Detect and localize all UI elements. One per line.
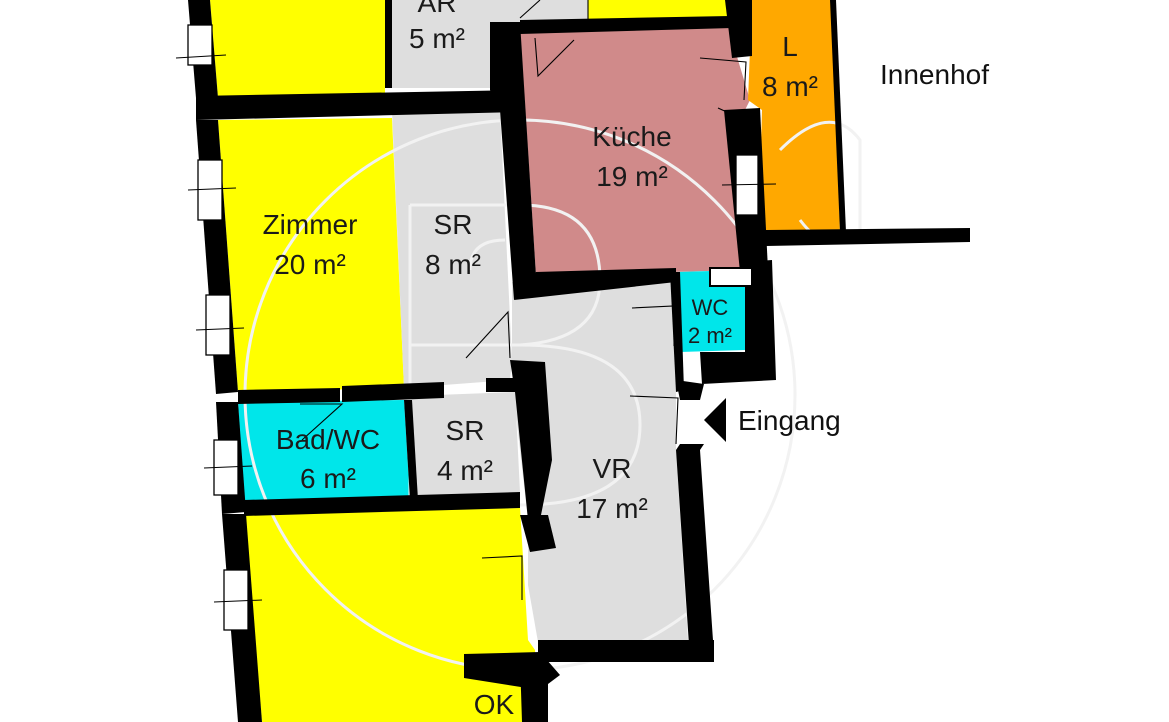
room-sr-small-name: SR xyxy=(446,415,485,446)
door-swings xyxy=(300,0,747,600)
wall-wc-right xyxy=(700,260,776,384)
room-wc-name: WC xyxy=(692,295,729,320)
room-top-left-fill xyxy=(210,0,385,98)
door-wc xyxy=(631,305,675,346)
wall-h-sr-small-top xyxy=(486,378,515,392)
room-fills xyxy=(210,0,840,722)
room-wc-area: 2 m² xyxy=(688,323,732,348)
wall-vr-left xyxy=(510,360,552,520)
room-ar-area: 5 m² xyxy=(409,23,465,54)
room-vr-fill xyxy=(512,276,688,642)
room-sr-small-area: 4 m² xyxy=(437,455,493,486)
room-wc-fill xyxy=(676,270,745,352)
room-kueche-name: Küche xyxy=(592,121,671,152)
wall-bottom-right xyxy=(538,640,714,662)
room-sr-top-area: 8 m² xyxy=(425,249,481,280)
door-sr-top xyxy=(465,310,511,359)
wall-ok-right xyxy=(548,642,564,660)
wall-v-bad-sr xyxy=(404,400,418,500)
door-kueche-top xyxy=(534,37,575,78)
wall-h-zimmer-sr xyxy=(342,382,444,402)
wall-h-top-left xyxy=(196,90,520,120)
window-ticks xyxy=(175,54,777,603)
wall-h-bad-bottom xyxy=(244,492,520,516)
windows xyxy=(187,24,759,631)
wall-l-right xyxy=(830,0,846,232)
wall-v-zimmer-sr xyxy=(385,0,392,88)
room-zimmer-area: 20 m² xyxy=(274,249,346,280)
wall-ar-right xyxy=(490,22,536,300)
wall-courtyard xyxy=(766,228,970,246)
room-l-area: 8 m² xyxy=(762,71,818,102)
door-ar xyxy=(519,0,589,20)
room-vr-name: VR xyxy=(593,453,632,484)
wc-notch xyxy=(709,267,753,287)
wall-top-strip-right xyxy=(725,0,752,58)
window-left-5 xyxy=(223,569,249,631)
wall-wc-left xyxy=(670,272,684,392)
door-l xyxy=(699,57,747,101)
window-left-1 xyxy=(187,24,213,66)
innenhof-label: Innenhof xyxy=(880,59,989,90)
room-ok-name: OK xyxy=(474,689,515,720)
door-kueche-lower xyxy=(717,107,741,119)
room-sr-small-fill xyxy=(410,392,520,498)
room-kueche-area: 19 m² xyxy=(596,161,668,192)
room-zimmer-name: Zimmer xyxy=(263,209,358,240)
door-ok xyxy=(481,555,523,600)
wall-entrance-lower xyxy=(676,444,714,660)
wall-kitchen-top xyxy=(520,16,732,34)
room-ar-name: AR xyxy=(418,0,457,18)
room-kueche-fill xyxy=(520,22,750,276)
room-labels: AR 5 m² L 8 m² Küche 19 m² Zimmer 20 m² … xyxy=(263,0,818,720)
room-sr-top-fill xyxy=(392,110,512,388)
wall-vr-left-lower xyxy=(520,515,556,552)
window-left-3 xyxy=(205,294,231,356)
room-bad-name: Bad/WC xyxy=(276,424,380,455)
room-l-name: L xyxy=(782,31,798,62)
door-bad xyxy=(300,403,344,441)
window-left-2 xyxy=(197,159,223,221)
wall-h-zimmer-bad xyxy=(238,388,340,404)
door-entrance xyxy=(629,395,679,445)
entrance-arrow-icon xyxy=(704,398,726,442)
room-sr-top-name: SR xyxy=(434,209,473,240)
wall-entrance-upper xyxy=(676,380,704,400)
room-bad-fill xyxy=(238,400,410,502)
eingang-label: Eingang xyxy=(738,405,841,436)
room-top-strip-fill xyxy=(588,0,728,20)
room-bad-area: 6 m² xyxy=(300,463,356,494)
room-zimmer-fill xyxy=(218,118,404,392)
wall-kitchen-bottom xyxy=(514,268,676,300)
room-vr-area: 17 m² xyxy=(576,493,648,524)
wall-ok-v xyxy=(520,660,548,722)
room-l-fill xyxy=(748,0,840,236)
